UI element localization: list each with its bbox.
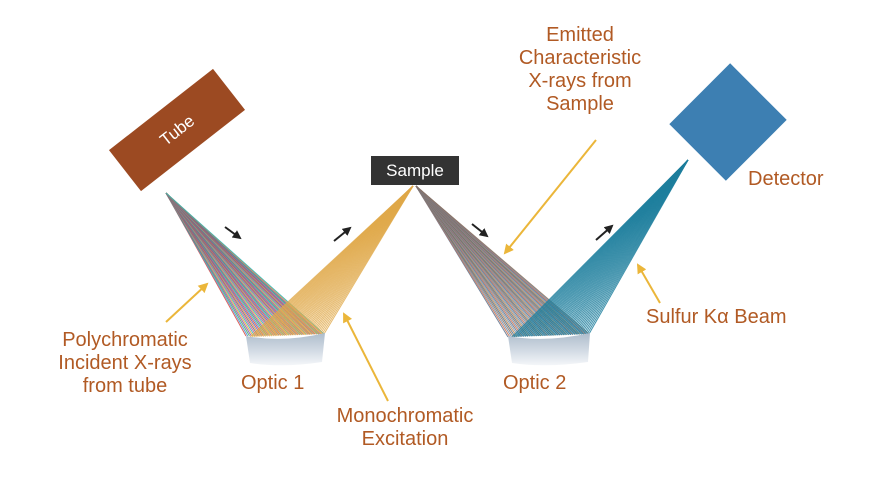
callout-arrow-polychromatic — [165, 282, 209, 323]
monochromatic-label: Monochromatic Excitation — [336, 405, 474, 450]
callout-arrow-emitted — [503, 139, 597, 255]
tube: Tube — [108, 68, 246, 192]
optic-2-label: Optic 2 — [503, 372, 567, 394]
optic-2 — [508, 333, 590, 366]
flow-arrow-1 — [224, 226, 242, 240]
optic-1-label: Optic 1 — [241, 372, 305, 394]
callout-arrow-monochromatic — [343, 312, 389, 402]
detector-label: Detector — [748, 168, 824, 190]
flow-arrow-4 — [595, 224, 614, 241]
sulfur-beam — [511, 159, 689, 338]
polychromatic-label: Polychromatic Incident X-rays from tube — [58, 329, 192, 397]
flow-arrow-3 — [471, 223, 489, 238]
emitted-xrays-label: Emitted Characteristic X-rays from Sampl… — [518, 24, 642, 115]
sample-label: Sample — [386, 161, 444, 180]
sample: Sample — [371, 156, 459, 185]
callout-arrow-sulfur — [636, 263, 661, 304]
detector — [669, 63, 787, 181]
monochromatic-beam — [249, 185, 414, 338]
sulfur-beam-label: Sulfur Kα Beam — [646, 306, 787, 328]
emitted-beam — [415, 185, 590, 338]
flow-arrow-2 — [333, 226, 352, 242]
optic-1 — [246, 333, 325, 366]
